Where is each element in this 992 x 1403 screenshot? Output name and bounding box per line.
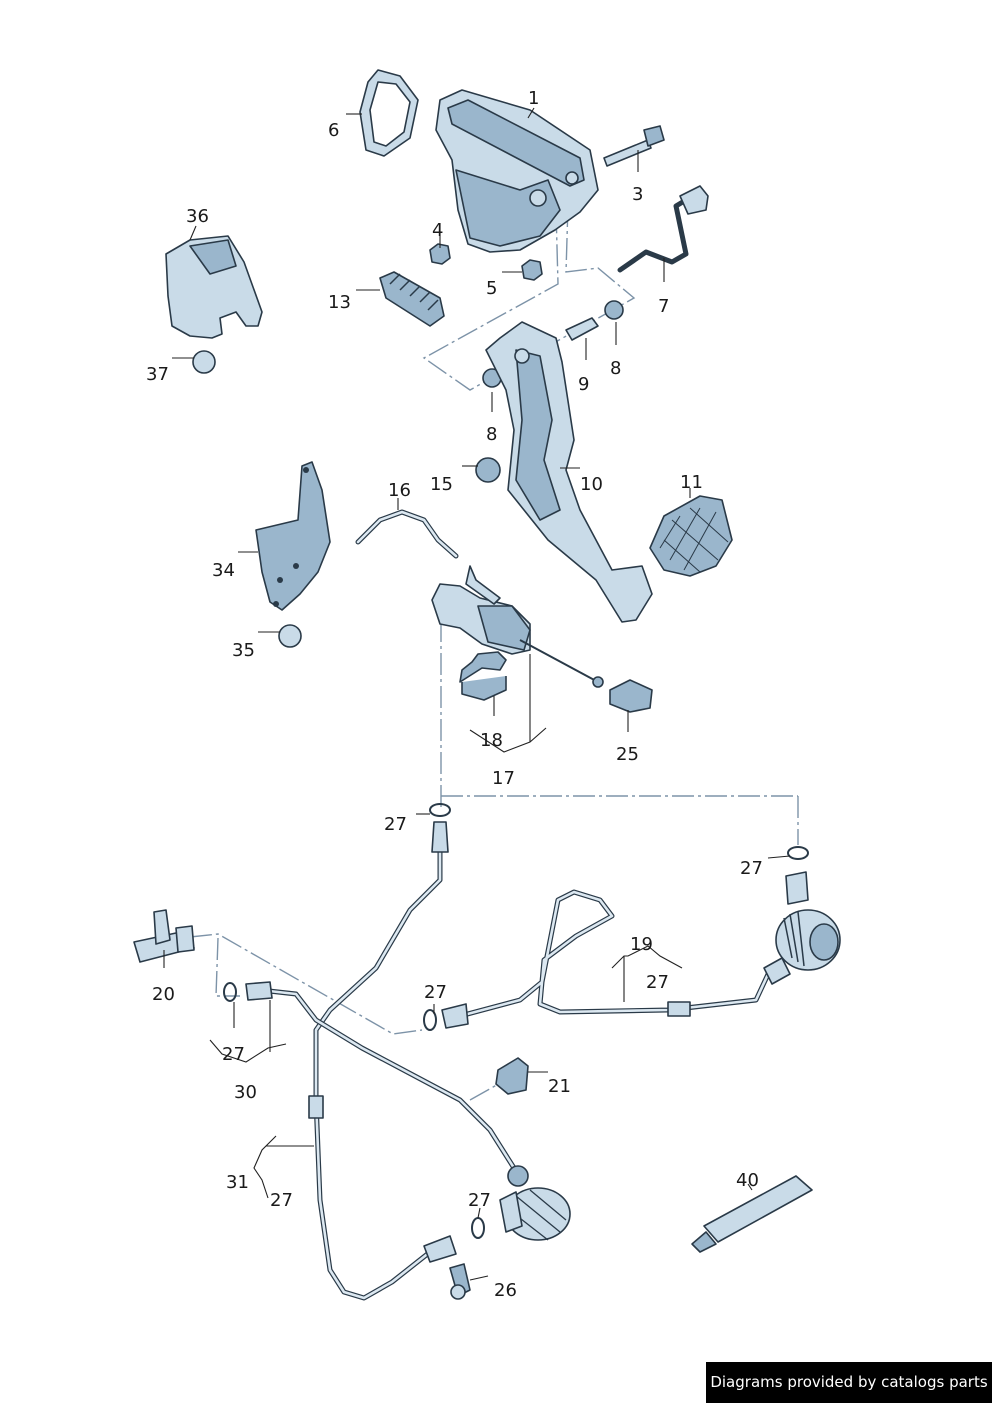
label-27-lower: 27 — [468, 1190, 491, 1211]
label-27-top: 27 — [384, 814, 407, 835]
label-9: 9 — [578, 374, 589, 395]
label-19: 19 — [630, 934, 653, 955]
fitting-30 — [245, 981, 273, 1001]
leader-lines — [163, 107, 791, 1281]
bracket-18 — [459, 651, 507, 701]
bleeder-26 — [449, 1263, 471, 1300]
label-3: 3 — [632, 184, 643, 205]
grease-tube-40 — [691, 1175, 813, 1253]
label-5: 5 — [486, 278, 497, 299]
label-4: 4 — [432, 220, 443, 241]
bolt-3 — [603, 125, 665, 167]
label-20: 20 — [152, 984, 175, 1005]
fitting-26-end — [423, 1235, 457, 1263]
hose-16 — [355, 509, 459, 559]
label-30: 30 — [234, 1082, 257, 1103]
label-16: 16 — [388, 480, 411, 501]
label-1: 1 — [528, 88, 539, 109]
label-25: 25 — [616, 744, 639, 765]
shield-36 — [165, 235, 263, 339]
label-10: 10 — [580, 474, 603, 495]
slave-cylinder-19 — [763, 871, 841, 985]
plate-34 — [255, 461, 331, 611]
bushing-9 — [565, 317, 599, 341]
label-40: 40 — [736, 1170, 759, 1191]
pedal-bracket-1 — [435, 89, 599, 253]
nut-4 — [429, 243, 451, 265]
credit-banner: Diagrams provided by catalogs parts — [706, 1362, 992, 1403]
label-27-right: 27 — [740, 858, 763, 879]
label-8-right: 8 — [610, 358, 621, 379]
label-36: 36 — [186, 206, 209, 227]
label-13: 13 — [328, 292, 351, 313]
clip-37 — [192, 350, 216, 374]
label-27-19: 27 — [646, 972, 669, 993]
clip-35 — [278, 624, 302, 648]
label-8-left: 8 — [486, 424, 497, 445]
label-27-mid: 27 — [424, 982, 447, 1003]
label-7: 7 — [658, 296, 669, 317]
cap-8a — [604, 300, 624, 320]
t-junction-20 — [133, 909, 195, 963]
nut-5 — [521, 259, 543, 281]
label-6: 6 — [328, 120, 339, 141]
label-21: 21 — [548, 1076, 571, 1097]
label-31: 31 — [226, 1172, 249, 1193]
label-18: 18 — [480, 730, 503, 751]
label-34: 34 — [212, 560, 235, 581]
fitting-left — [441, 1003, 469, 1029]
label-35: 35 — [232, 640, 255, 661]
spring-13 — [379, 271, 445, 327]
clip-21 — [495, 1057, 529, 1095]
label-37: 37 — [146, 364, 169, 385]
hydraulic-pipes — [257, 847, 773, 1301]
label-27-31: 27 — [270, 1190, 293, 1211]
connector-25 — [609, 679, 653, 713]
label-11: 11 — [680, 472, 703, 493]
pedal-pad-11 — [649, 495, 733, 577]
clutch-pedal-10 — [485, 321, 653, 623]
wire-clip-7 — [617, 185, 709, 273]
callout-labels: 1 6 3 36 4 5 13 7 37 8 9 8 15 10 11 16 3… — [146, 88, 763, 1301]
label-26: 26 — [494, 1280, 517, 1301]
label-17: 17 — [492, 768, 515, 789]
label-27-30: 27 — [222, 1044, 245, 1065]
seal-frame-6 — [359, 69, 419, 157]
label-15: 15 — [430, 474, 453, 495]
damper-lower — [499, 1165, 571, 1241]
plug-15 — [475, 457, 501, 483]
fitting-top — [431, 821, 449, 853]
master-cylinder-17 — [431, 565, 604, 688]
